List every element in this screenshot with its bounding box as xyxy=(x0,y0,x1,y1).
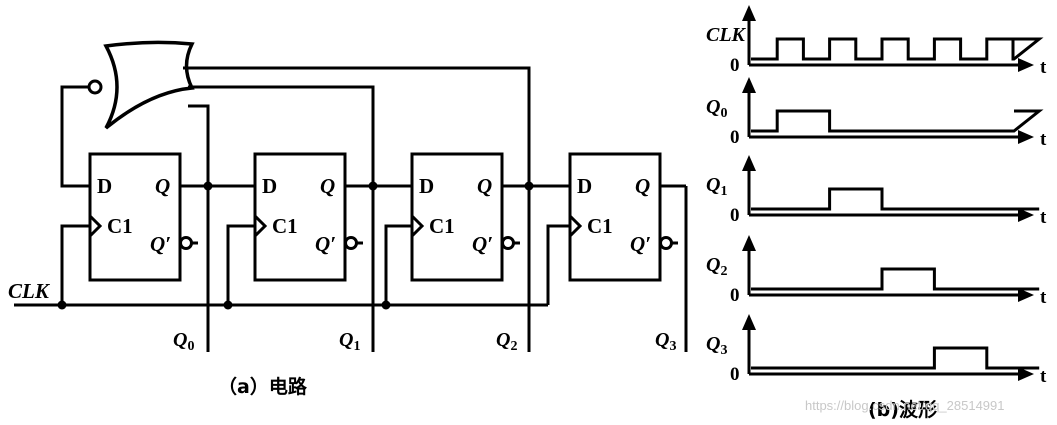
q-label: Q xyxy=(320,174,335,198)
signal-trace xyxy=(751,37,1044,61)
d-label: D xyxy=(262,174,277,198)
output-q3-label: Q3 xyxy=(655,329,676,354)
watermark: https://blog.csdn.net/qq_28514991 xyxy=(805,398,1005,413)
flip-flop-ff2 xyxy=(410,152,504,282)
level-axis-arrow xyxy=(742,314,756,330)
signal-label: CLK xyxy=(706,24,747,46)
time-axis-arrow xyxy=(1018,367,1034,381)
t-label: t xyxy=(1040,129,1047,150)
ff1-labels: D C1 Q Q′ xyxy=(262,174,336,256)
t-label: t xyxy=(1040,207,1047,228)
time-axis-arrow xyxy=(1018,130,1034,144)
output-q0-label: Q0 xyxy=(173,329,194,354)
flip-flop-ff0 xyxy=(88,152,182,282)
waveform-clk: CLK 0 t xyxy=(706,5,1047,78)
qbar-label: Q′ xyxy=(472,232,493,256)
q-label: Q xyxy=(477,174,492,198)
ff2-labels: D C1 Q Q′ xyxy=(419,174,493,256)
clk-label: CLK xyxy=(8,279,51,303)
flip-flop-ff1 xyxy=(253,152,347,282)
qbar-label: Q′ xyxy=(630,232,651,256)
zero-label: 0 xyxy=(730,205,740,226)
output-q1-label: Q1 xyxy=(339,329,360,354)
signal-trace xyxy=(751,267,1040,291)
nor-inversion-bubble xyxy=(87,79,103,95)
level-axis-arrow xyxy=(742,235,756,251)
signal-trace xyxy=(751,187,1040,211)
ff0-labels: D C1 Q Q′ xyxy=(97,174,171,256)
qbar-label: Q′ xyxy=(315,232,336,256)
qbar-label: Q′ xyxy=(150,232,171,256)
d-label: D xyxy=(577,174,592,198)
waveform-q2: Q20 t xyxy=(706,235,1047,308)
waveform-q0: Q00 t xyxy=(706,77,1047,150)
signal-label: Q0 xyxy=(706,96,727,121)
t-label: t xyxy=(1040,57,1047,78)
junctions xyxy=(57,181,534,310)
ff3-labels: D C1 Q Q′ xyxy=(577,174,651,256)
c1-label: C1 xyxy=(429,214,455,238)
t-label: t xyxy=(1040,366,1047,387)
t-label: t xyxy=(1040,287,1047,308)
zero-label: 0 xyxy=(730,364,740,385)
time-axis-arrow xyxy=(1018,58,1034,72)
signal-trace xyxy=(751,109,1044,133)
waveform-q1: Q10 t xyxy=(706,155,1047,228)
q-label: Q xyxy=(635,174,650,198)
c1-label: C1 xyxy=(587,214,613,238)
waveform-q3: Q30 t xyxy=(706,314,1047,387)
circuit-caption: （a）电路 xyxy=(218,375,308,398)
signal-trace xyxy=(751,346,1040,370)
circuit xyxy=(14,40,688,352)
time-axis-arrow xyxy=(1018,208,1034,222)
signal-label: Q2 xyxy=(706,254,727,279)
c1-label: C1 xyxy=(272,214,298,238)
zero-label: 0 xyxy=(730,55,740,76)
signal-label: Q1 xyxy=(706,174,727,199)
level-axis-arrow xyxy=(742,77,756,93)
output-labels: Q0 Q1 Q2 Q3 xyxy=(173,329,676,354)
nor-gate xyxy=(103,40,195,130)
q-label: Q xyxy=(155,174,170,198)
waveform-caption: (b)波形 xyxy=(868,398,937,421)
d-label: D xyxy=(419,174,434,198)
output-q2-label: Q2 xyxy=(496,329,517,354)
flip-flop-ff3 xyxy=(568,152,662,282)
zero-label: 0 xyxy=(730,285,740,306)
zero-label: 0 xyxy=(730,127,740,148)
signal-label: Q3 xyxy=(706,333,727,358)
ff-labels: D C1 Q Q′ D C1 Q Q′ D C1 Q Q′ D C1 Q Q′ xyxy=(97,174,651,256)
time-axis-arrow xyxy=(1018,288,1034,302)
c1-label: C1 xyxy=(107,214,133,238)
level-axis-arrow xyxy=(742,5,756,21)
level-axis-arrow xyxy=(742,155,756,171)
d-label: D xyxy=(97,174,112,198)
